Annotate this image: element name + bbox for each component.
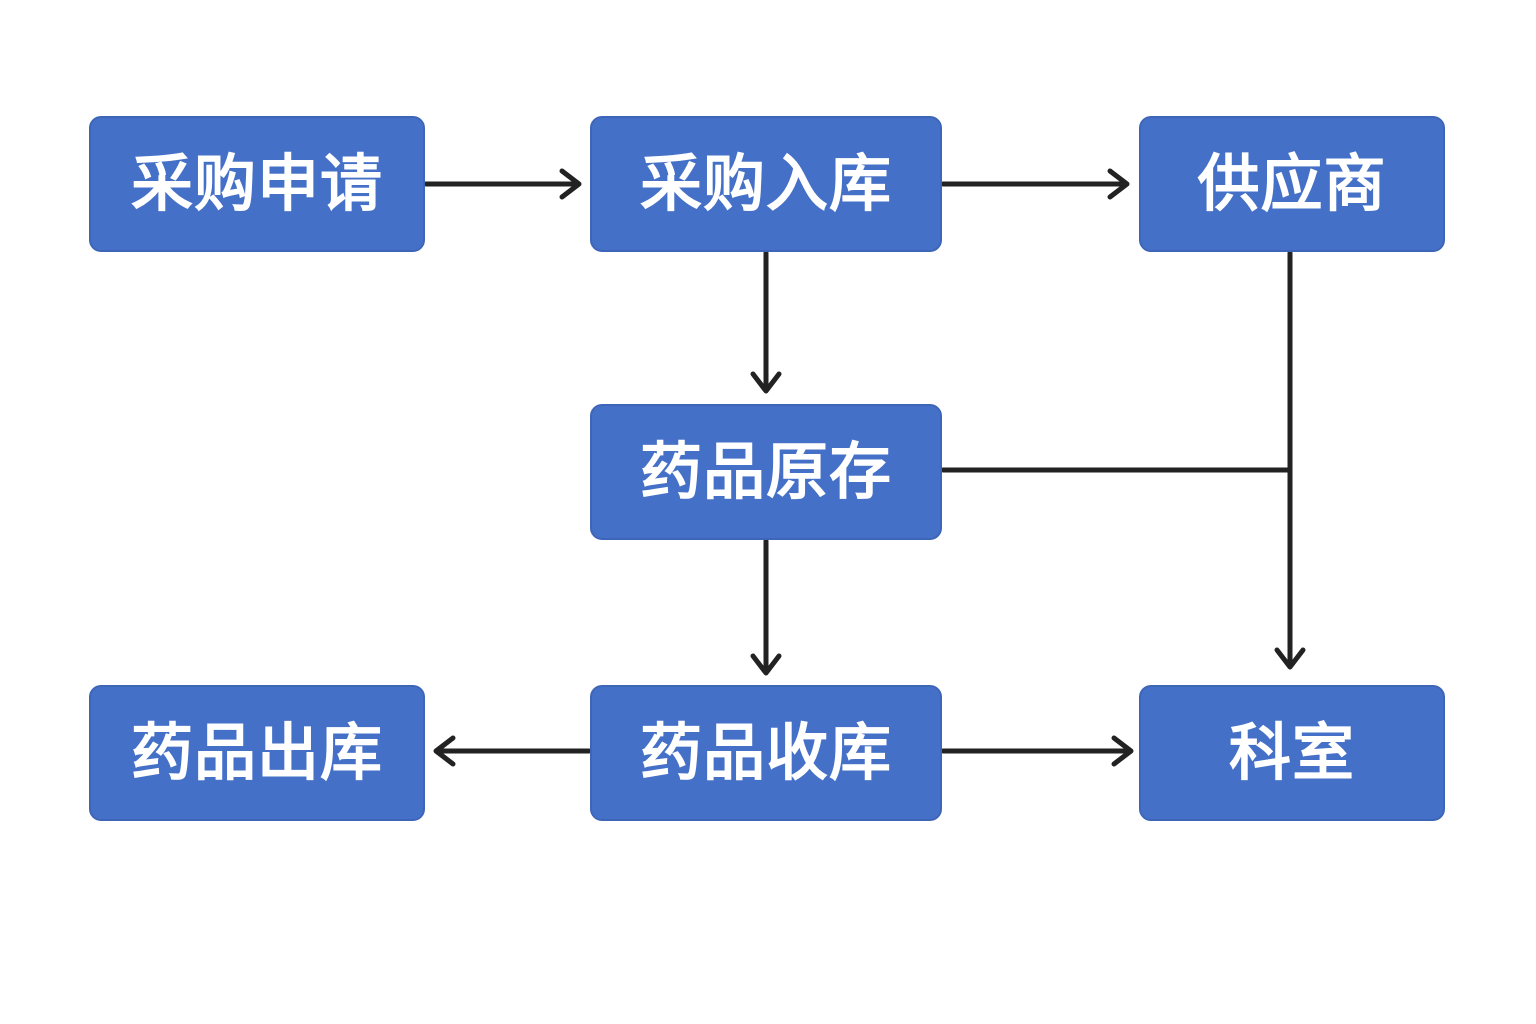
edge-drug-stock-to-drug-receiving — [750, 538, 782, 676]
node-drug-receiving: 药品收库 — [590, 685, 942, 821]
node-department: 科室 — [1139, 685, 1445, 821]
edge-purchase-inbound-to-drug-stock — [750, 250, 782, 394]
node-purchase-inbound: 采购入库 — [590, 116, 942, 252]
edge-drug-receiving-to-department — [940, 735, 1134, 767]
node-purchase-request: 采购申请 — [89, 116, 425, 252]
edge-purchase-inbound-to-supplier — [940, 168, 1130, 200]
node-label: 科室 — [1228, 716, 1355, 789]
node-label: 药品出库 — [130, 716, 383, 789]
node-label: 采购申请 — [130, 147, 383, 220]
edge-supplier-to-department — [1274, 250, 1306, 670]
node-drug-outbound: 药品出库 — [89, 685, 425, 821]
node-drug-stock: 药品原存 — [590, 404, 942, 540]
node-label: 采购入库 — [639, 147, 892, 220]
edge-purchase-request-to-purchase-inbound — [423, 168, 582, 200]
node-label: 药品收库 — [639, 716, 892, 789]
edge-drug-receiving-to-drug-outbound — [433, 735, 592, 767]
node-label: 供应商 — [1197, 147, 1387, 220]
node-label: 药品原存 — [639, 435, 892, 508]
node-supplier: 供应商 — [1139, 116, 1445, 252]
